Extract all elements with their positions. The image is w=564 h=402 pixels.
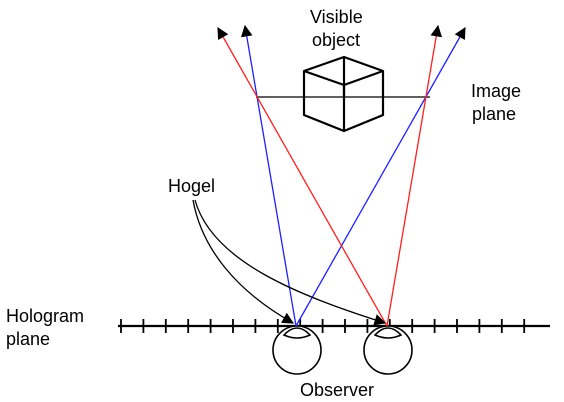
blue-ray-right — [295, 26, 466, 327]
observer-eye-right — [363, 325, 413, 375]
hogel-label: Hogel — [168, 176, 215, 196]
image-plane-label-line1: Image — [471, 81, 521, 101]
red-ray-right — [386, 24, 443, 327]
hologram-plane-label-line2: plane — [6, 329, 50, 349]
visible-object-label-line1: Visible — [310, 7, 363, 27]
blue-ray-left — [240, 24, 297, 327]
hogel-arrow-left — [192, 199, 295, 324]
hologram-plane-label-line1: Hologram — [6, 306, 84, 326]
image-plane-label-line2: plane — [472, 104, 516, 124]
red-ray-left — [217, 26, 388, 327]
visible-object-label-line2: object — [312, 30, 360, 50]
observer-label: Observer — [300, 380, 374, 400]
cube-object — [302, 55, 385, 133]
observer-eye-left — [272, 325, 322, 375]
hogel-arrow-right — [194, 199, 387, 326]
